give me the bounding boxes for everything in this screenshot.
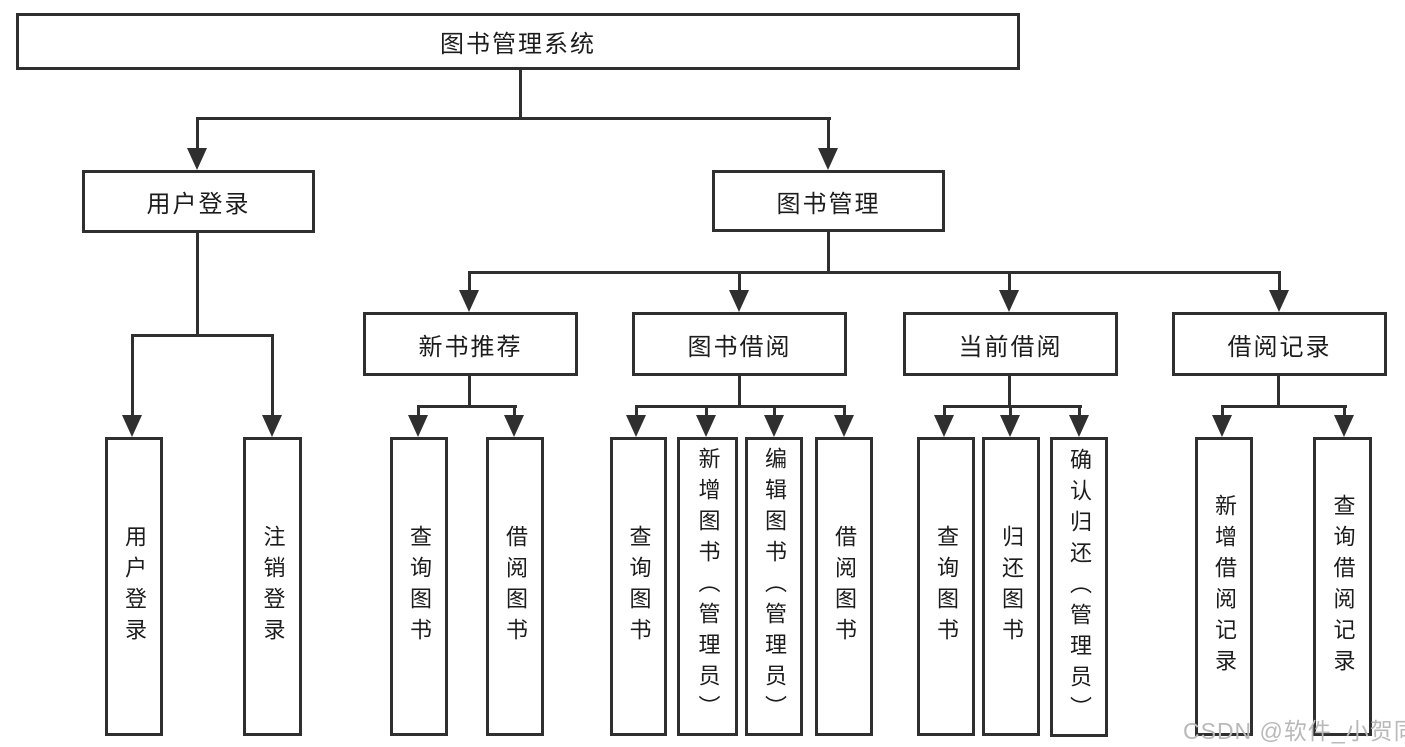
node-book-borrow-label: 图书借阅 bbox=[687, 333, 792, 361]
connector-current-branch-1 bbox=[943, 405, 946, 418]
node-user-login-label: 用户登录 bbox=[146, 191, 251, 218]
connector-current-stem bbox=[1008, 376, 1011, 407]
connector-userlogin-branch-2 bbox=[271, 334, 274, 416]
connector-current-branch-3 bbox=[1078, 405, 1081, 418]
connector-bookmgmt-rail bbox=[468, 271, 1281, 274]
leaf-query-books-recommend: 查询图书 bbox=[390, 437, 448, 736]
leaf-borrow-books-label: 借阅图书 bbox=[832, 524, 857, 649]
leaf-borrow-books-recommend: 借阅图书 bbox=[486, 437, 544, 736]
arrowhead-down-icon bbox=[1000, 415, 1020, 437]
connector-root-branch-right bbox=[827, 117, 830, 150]
connector-userlogin-branch-1 bbox=[131, 334, 134, 416]
node-user-login: 用户登录 bbox=[82, 170, 315, 233]
arrowhead-down-icon bbox=[1269, 290, 1289, 312]
node-current-borrow-label: 当前借阅 bbox=[958, 333, 1063, 361]
leaf-add-borrow-record: 新增借阅记录 bbox=[1195, 437, 1253, 736]
node-book-borrow: 图书借阅 bbox=[632, 312, 847, 376]
leaf-add-borrow-record-label: 新增借阅记录 bbox=[1212, 493, 1237, 680]
leaf-borrow-books: 借阅图书 bbox=[815, 437, 873, 736]
arrowhead-down-icon bbox=[999, 290, 1019, 312]
leaf-query-books-current-label: 查询图书 bbox=[934, 524, 959, 649]
leaf-query-borrow-record-label: 查询借阅记录 bbox=[1330, 493, 1356, 680]
connector-current-rail bbox=[943, 405, 1082, 408]
leaf-borrow-books-recommend-label: 借阅图书 bbox=[503, 524, 528, 649]
arrowhead-down-icon bbox=[696, 415, 716, 437]
connector-bookmgmt-branch-4 bbox=[1278, 271, 1281, 293]
leaf-user-login: 用户登录 bbox=[105, 437, 163, 736]
connector-records-rail bbox=[1221, 405, 1347, 408]
arrowhead-down-icon bbox=[262, 415, 282, 437]
node-book-management-label: 图书管理 bbox=[776, 190, 881, 218]
connector-recommend-branch-2 bbox=[513, 405, 516, 418]
arrowhead-down-icon bbox=[1069, 415, 1089, 437]
leaf-query-books-borrow: 查询图书 bbox=[610, 437, 667, 736]
arrowhead-down-icon bbox=[459, 290, 479, 312]
leaf-logout: 注销登录 bbox=[243, 437, 302, 736]
leaf-edit-book-admin-label: 编辑图书（管理员） bbox=[762, 447, 787, 726]
node-book-management: 图书管理 bbox=[712, 170, 945, 232]
arrowhead-down-icon bbox=[834, 415, 854, 437]
leaf-query-books-current: 查询图书 bbox=[917, 437, 975, 736]
connector-borrow-branch-4 bbox=[843, 405, 846, 418]
connector-borrow-branch-3 bbox=[773, 405, 776, 418]
csdn-watermark: CSDN @软件_小贺同学 bbox=[1183, 712, 1405, 746]
connector-userlogin-stem bbox=[196, 233, 199, 337]
arrowhead-down-icon bbox=[187, 148, 207, 170]
leaf-confirm-return-admin-label: 确认归还（管理员） bbox=[1067, 447, 1092, 727]
connector-borrow-stem bbox=[738, 376, 741, 407]
arrowhead-down-icon bbox=[626, 415, 646, 437]
leaf-add-book-admin: 新增图书（管理员） bbox=[677, 437, 738, 736]
connector-bookmgmt-stem bbox=[827, 232, 830, 274]
arrowhead-down-icon bbox=[1212, 415, 1232, 437]
node-root-label: 图书管理系统 bbox=[440, 31, 596, 58]
leaf-add-book-admin-label: 新增图书（管理员） bbox=[695, 447, 721, 726]
leaf-edit-book-admin: 编辑图书（管理员） bbox=[745, 437, 803, 736]
connector-bookmgmt-branch-1 bbox=[468, 271, 471, 293]
connector-current-branch-2 bbox=[1009, 405, 1012, 418]
node-borrow-records-label: 借阅记录 bbox=[1227, 333, 1332, 361]
arrowhead-down-icon bbox=[818, 148, 838, 170]
leaf-user-login-label: 用户登录 bbox=[122, 524, 147, 649]
arrowhead-down-icon bbox=[408, 415, 428, 437]
connector-root-rail bbox=[196, 117, 831, 120]
connector-records-stem bbox=[1277, 376, 1280, 407]
node-root: 图书管理系统 bbox=[16, 13, 1020, 70]
connector-records-branch-1 bbox=[1221, 405, 1224, 418]
connector-borrow-branch-2 bbox=[705, 405, 708, 418]
connector-recommend-stem bbox=[468, 376, 471, 407]
leaf-query-books-borrow-label: 查询图书 bbox=[626, 524, 652, 649]
arrowhead-down-icon bbox=[729, 290, 749, 312]
leaf-return-book-label: 归还图书 bbox=[999, 524, 1024, 649]
arrowhead-down-icon bbox=[934, 415, 954, 437]
node-new-book-recommend: 新书推荐 bbox=[363, 312, 578, 376]
arrowhead-down-icon bbox=[1334, 415, 1354, 437]
node-borrow-records: 借阅记录 bbox=[1172, 312, 1387, 376]
connector-userlogin-rail bbox=[131, 334, 274, 337]
leaf-query-books-recommend-label: 查询图书 bbox=[407, 524, 432, 649]
leaf-logout-label: 注销登录 bbox=[260, 524, 286, 649]
connector-root-branch-left bbox=[196, 117, 199, 150]
arrowhead-down-icon bbox=[504, 415, 524, 437]
node-current-borrow: 当前借阅 bbox=[903, 312, 1118, 376]
connector-bookmgmt-branch-2 bbox=[738, 271, 741, 293]
connector-records-branch-2 bbox=[1343, 405, 1346, 418]
connector-root-stem bbox=[519, 69, 522, 119]
connector-borrow-rail bbox=[635, 405, 846, 408]
leaf-query-borrow-record: 查询借阅记录 bbox=[1313, 437, 1372, 736]
arrowhead-down-icon bbox=[122, 415, 142, 437]
node-new-book-recommend-label: 新书推荐 bbox=[418, 333, 523, 361]
csdn-watermark-text: CSDN @软件_小贺同学 bbox=[1183, 718, 1405, 744]
connector-recommend-rail bbox=[417, 405, 517, 408]
connector-recommend-branch-1 bbox=[417, 405, 420, 418]
connector-bookmgmt-branch-3 bbox=[1008, 271, 1011, 293]
arrowhead-down-icon bbox=[764, 415, 784, 437]
leaf-return-book: 归还图书 bbox=[982, 437, 1040, 736]
leaf-confirm-return-admin: 确认归还（管理员） bbox=[1050, 437, 1108, 737]
connector-borrow-branch-1 bbox=[635, 405, 638, 418]
